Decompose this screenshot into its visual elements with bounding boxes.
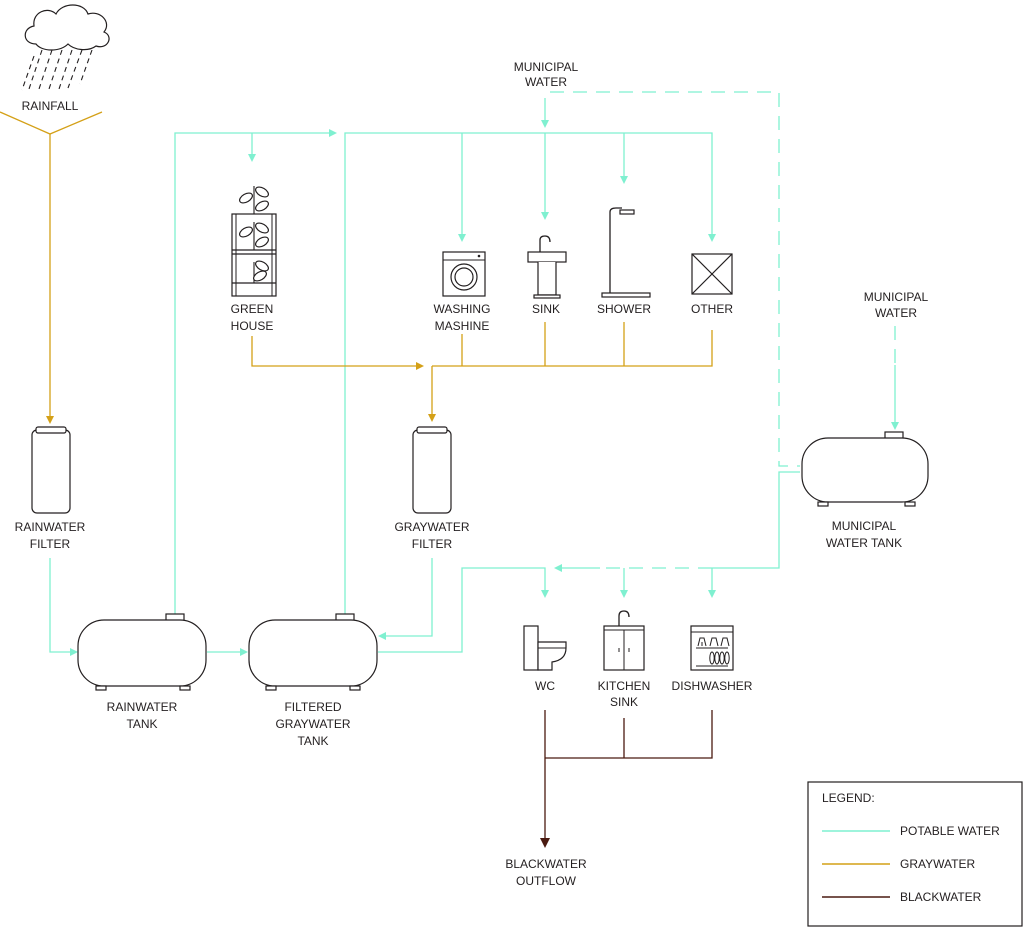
shower-label: SHOWER xyxy=(597,302,651,316)
other-label: OTHER xyxy=(691,302,733,316)
greenhouse-label-1: GREEN xyxy=(231,302,274,316)
greenhouse-icon xyxy=(231,186,277,297)
greenhouse-label-2: HOUSE xyxy=(231,319,274,333)
municipal-water-top-label-2: WATER xyxy=(525,75,567,89)
rainwater-filter-icon xyxy=(31,426,71,514)
wc-label: WC xyxy=(535,679,555,693)
legend-item-blackwater: BLACKWATER xyxy=(900,890,982,904)
legend: LEGEND: POTABLE WATER GRAYWATER BLACKWAT… xyxy=(807,781,1023,927)
municipal-water-right-label-2: WATER xyxy=(875,306,917,320)
rainwater-tank-icon xyxy=(77,613,207,691)
blackwater-outflow-label-1: BLACKWATER xyxy=(505,857,587,871)
washing-machine-label-2: MASHINE xyxy=(435,319,490,333)
rain-cloud-icon xyxy=(21,4,110,93)
graywater-pipes xyxy=(0,111,713,424)
graywater-filter-label-1: GRAYWATER xyxy=(394,520,469,534)
rainwater-tank-label-1: RAINWATER xyxy=(107,700,178,714)
rainwater-tank-label-2: TANK xyxy=(126,717,157,731)
rainfall-label: RAINFALL xyxy=(22,99,79,113)
filtered-graywater-tank-label-3: TANK xyxy=(297,734,328,748)
municipal-water-right-label-1: MUNICIPAL xyxy=(864,290,929,304)
blackwater-pipes xyxy=(540,710,713,848)
graywater-filter-label-2: FILTER xyxy=(412,537,453,551)
legend-title: LEGEND: xyxy=(822,791,875,805)
sink-icon xyxy=(527,235,567,299)
filtered-graywater-tank-label-1: FILTERED xyxy=(284,700,341,714)
rainwater-filter-label-2: FILTER xyxy=(30,537,71,551)
dishwasher-icon xyxy=(690,625,734,671)
municipal-water-tank-label-2: WATER TANK xyxy=(826,536,902,550)
municipal-water-top-label-1: MUNICIPAL xyxy=(514,60,579,74)
potable-pipes xyxy=(49,91,899,656)
kitchen-sink-label-2: SINK xyxy=(610,695,638,709)
municipal-water-tank-icon xyxy=(801,431,929,507)
rainwater-filter-label-1: RAINWATER xyxy=(15,520,86,534)
washing-machine-label-1: WASHING xyxy=(434,302,491,316)
blackwater-outflow-label-2: OUTFLOW xyxy=(516,874,577,888)
filtered-graywater-tank-label-2: GRAYWATER xyxy=(275,717,350,731)
washing-machine-icon xyxy=(442,251,486,297)
other-icon xyxy=(691,253,733,295)
shower-icon xyxy=(601,207,651,298)
municipal-water-tank-label-1: MUNICIPAL xyxy=(832,519,897,533)
legend-item-graywater: GRAYWATER xyxy=(900,857,975,871)
wc-icon xyxy=(523,625,567,671)
legend-item-potable: POTABLE WATER xyxy=(900,824,1000,838)
sink-label: SINK xyxy=(532,302,560,316)
graywater-filter-icon xyxy=(412,426,452,514)
kitchen-sink-icon xyxy=(603,610,645,671)
filtered-graywater-tank-icon xyxy=(248,613,378,691)
kitchen-sink-label-1: KITCHEN xyxy=(598,679,651,693)
dishwasher-label: DISHWASHER xyxy=(672,679,753,693)
